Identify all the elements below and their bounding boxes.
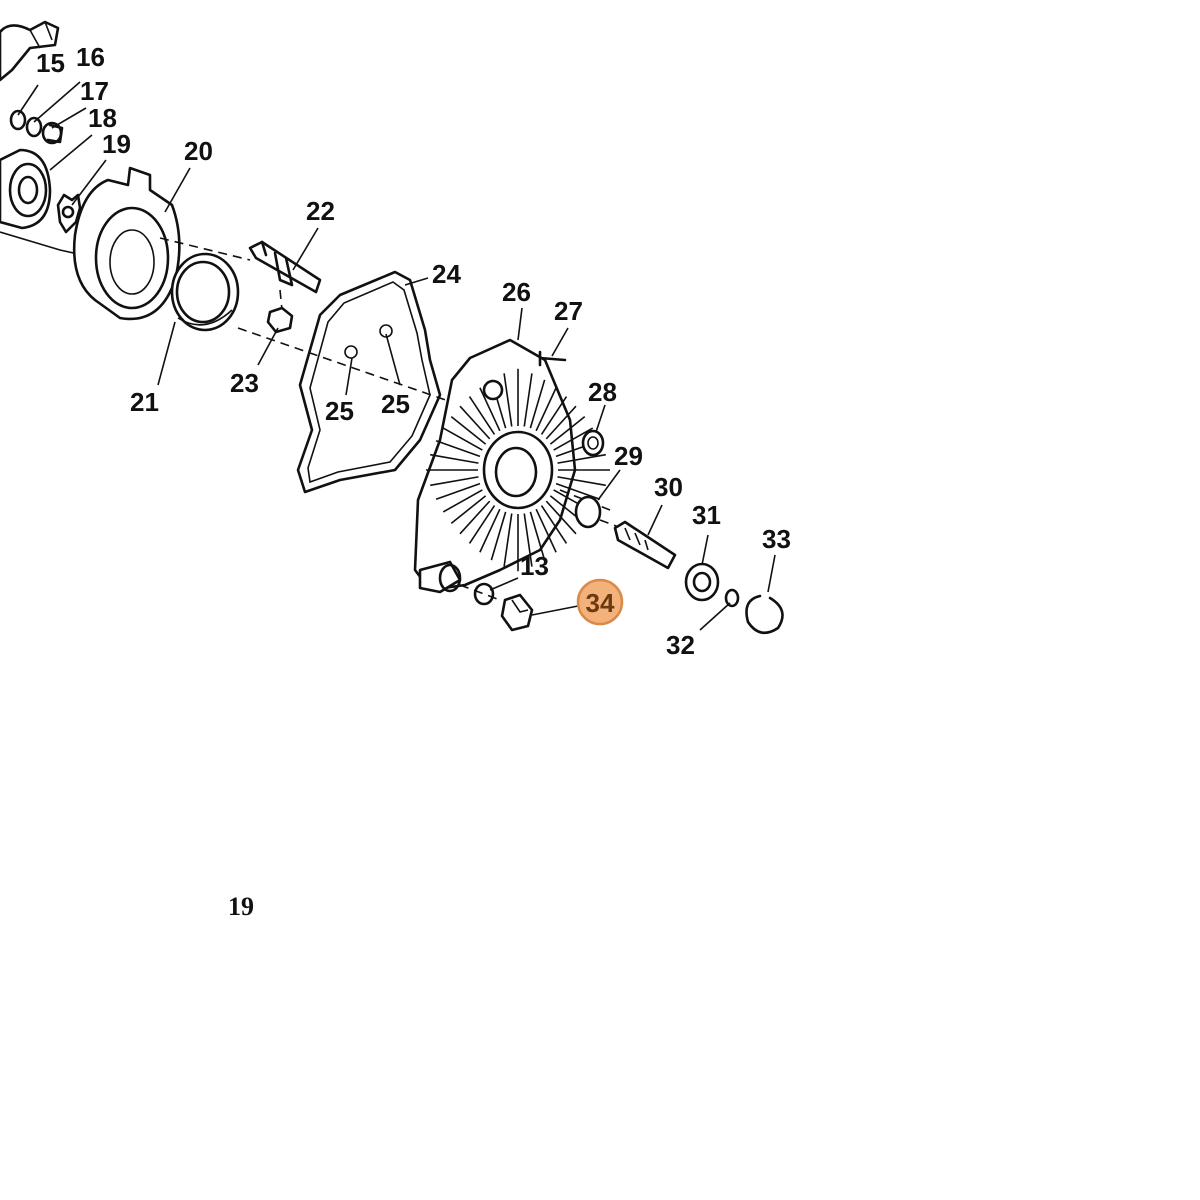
small-seals-15-17 [9,109,64,145]
highlighted-part-marker[interactable]: 34 [576,578,624,626]
cover-plate-20 [72,166,251,321]
housing-fin [459,500,491,535]
housing-fin [545,500,577,535]
highlight-circle [576,578,624,626]
clip-32 [724,588,740,608]
housing-fin [479,387,501,432]
page-number: 19 [228,892,254,921]
leader-lines [17,81,776,631]
housing-fin [557,476,606,487]
housing-fin [529,511,546,561]
part-label-27[interactable]: 27 [554,296,583,326]
seal-ring-21 [170,252,240,332]
part-label-17[interactable]: 17 [80,76,109,106]
part-label-28[interactable]: 28 [588,377,617,407]
housing-fin [490,511,507,561]
part-label-21[interactable]: 21 [130,387,159,417]
housing-fin [459,405,491,440]
housing-fin [535,387,557,432]
part-label-13[interactable]: 13 [520,551,549,581]
part-label-19[interactable]: 19 [102,129,131,159]
housing-fin [468,505,496,544]
part-23 [266,306,294,334]
highlighted-part-label[interactable]: 34 [586,588,615,618]
bearing-31 [684,562,720,602]
housing-fin [468,396,496,435]
housing-fin [535,508,557,553]
part-label-30[interactable]: 30 [654,472,683,502]
housing-fin [529,379,546,429]
drain-plug-34 [500,593,534,632]
part-label-20[interactable]: 20 [184,136,213,166]
housing-fin [540,505,568,544]
part-label-15[interactable]: 15 [36,48,65,78]
housing-fin [503,373,513,427]
housing-fin [523,373,533,427]
housing-fin [442,427,483,451]
shaft-30 [613,520,677,570]
housing-fin [435,439,481,458]
bolt-27 [538,350,567,367]
o-ring-13 [459,582,501,606]
part-label-24[interactable]: 24 [432,259,461,289]
part-label-16[interactable]: 16 [76,42,105,72]
o-ring-29 [574,495,602,529]
part-label-31[interactable]: 31 [692,500,721,530]
part-label-25-left[interactable]: 25 [325,396,354,426]
housing-fin [553,427,594,451]
part-label-26[interactable]: 26 [502,277,531,307]
crankshaft-stub [0,20,60,82]
housing-fin [540,396,568,435]
sprocket-19 [56,193,82,234]
housing-fin [545,405,577,440]
housing-fin [479,508,501,553]
part-label-32[interactable]: 32 [666,630,695,660]
part-label-33[interactable]: 33 [762,524,791,554]
part-label-23[interactable]: 23 [230,368,259,398]
housing-fin [503,513,513,567]
housing-fin [430,453,479,464]
housing-fin [523,513,533,567]
governor-shaft-22 [248,240,322,311]
housing-fin [442,489,483,513]
snap-ring-33 [745,594,784,635]
bearing-housing-18 [0,148,151,271]
part-label-18[interactable]: 18 [88,103,117,133]
housing-fin [450,495,487,524]
housing-fin [450,416,487,445]
part-labels: 15 16 17 18 19 20 21 22 23 24 25 25 26 2… [36,42,791,660]
housing-fin [435,482,481,501]
housing-fin [430,476,479,487]
part-label-22[interactable]: 22 [306,196,335,226]
housing-fin [557,453,606,464]
part-label-29[interactable]: 29 [614,441,643,471]
part-label-25-right[interactable]: 25 [381,389,410,419]
housing-fin [549,416,586,445]
finned-housing-26 [413,338,641,594]
gasket-24 [237,270,461,494]
seal-28 [581,429,605,457]
